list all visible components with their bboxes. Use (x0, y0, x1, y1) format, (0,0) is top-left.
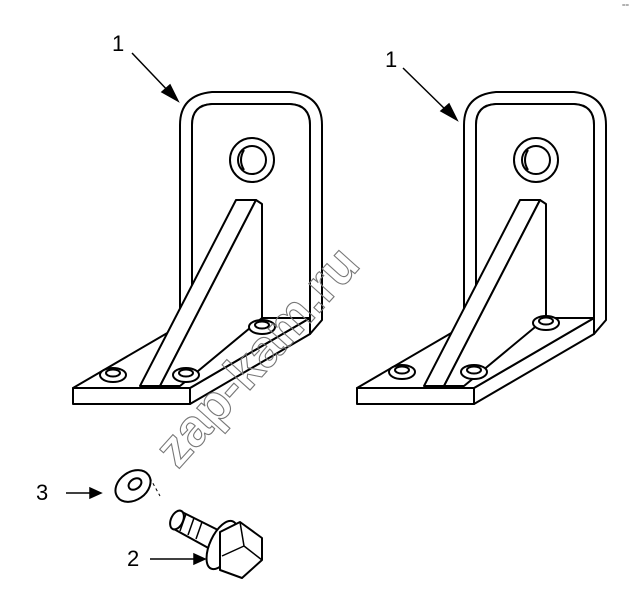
leader-bracket-right (402, 67, 451, 115)
corner-mark: == (622, 3, 630, 9)
bolt (169, 509, 263, 579)
base-front-face (356, 387, 475, 405)
bracket-right (356, 91, 607, 405)
callout-bracket-left: 1 (112, 31, 124, 56)
upright-hole-shadow (240, 149, 245, 171)
rib-side (443, 199, 547, 387)
leader-bracket-left (131, 52, 173, 96)
bracket-left (72, 91, 323, 405)
upright-hole-inner (521, 145, 551, 175)
callout-bracket-right: 1 (385, 47, 397, 72)
callout-washer: 3 (36, 480, 48, 505)
base-front-face (72, 387, 191, 405)
leader-arrows (66, 52, 459, 566)
washer (114, 469, 161, 503)
upright-hole-inner (237, 145, 267, 175)
rib-side (159, 199, 263, 387)
callout-bolt: 2 (127, 546, 139, 571)
upright-hole-shadow (524, 149, 529, 171)
